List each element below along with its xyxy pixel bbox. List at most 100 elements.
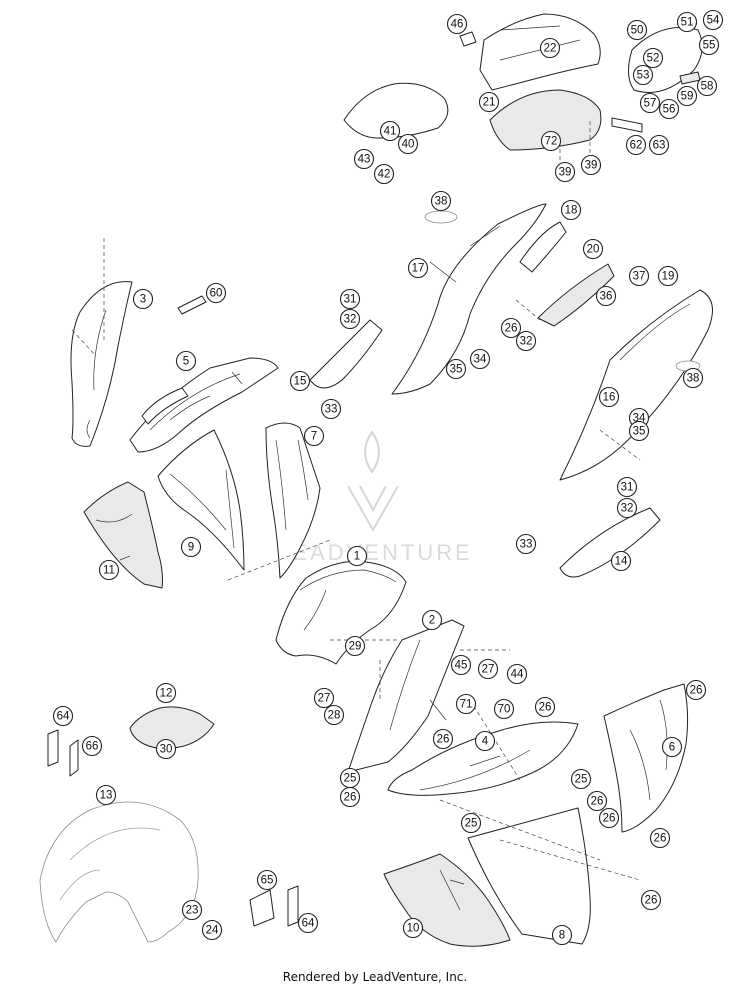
part-4-side-cover (387, 721, 579, 796)
callout-number: 38 (435, 196, 448, 208)
callout-number: 37 (633, 271, 646, 283)
callout-31: 31 (339, 288, 361, 310)
callout-35: 35 (628, 420, 650, 442)
callout-number: 30 (160, 744, 173, 756)
callout-21: 21 (478, 91, 500, 113)
callout-number: 51 (681, 17, 694, 29)
callout-39: 39 (554, 161, 576, 183)
callout-32: 32 (616, 497, 638, 519)
callout-number: 32 (344, 314, 357, 326)
callout-number: 21 (483, 97, 496, 109)
callout-number: 26 (591, 796, 604, 808)
callout-number: 13 (100, 790, 113, 802)
part-21-tail-light-lens (489, 89, 602, 151)
callout-number: 29 (349, 641, 362, 653)
callout-18: 18 (560, 199, 582, 221)
callout-number: 44 (511, 669, 524, 681)
callout-number: 42 (378, 169, 391, 181)
callout-number: 33 (325, 404, 338, 416)
callout-number: 58 (701, 81, 714, 93)
callout-number: 38 (687, 373, 700, 385)
part-18-bracket (519, 221, 567, 273)
part-14-cover (559, 507, 661, 578)
callout-number: 45 (455, 660, 468, 672)
callout-number: 46 (451, 19, 464, 31)
callout-40: 40 (397, 133, 419, 155)
part-46-bracket (459, 31, 477, 47)
callout-25: 25 (570, 768, 592, 790)
callout-number: 5 (183, 356, 189, 368)
part-15-side-panel (309, 319, 383, 389)
callout-59: 59 (676, 85, 698, 107)
callout-37: 37 (628, 265, 650, 287)
callout-23: 23 (181, 899, 203, 921)
callout-number: 22 (544, 43, 557, 55)
callout-number: 53 (637, 70, 650, 82)
callout-number: 36 (600, 291, 613, 303)
callout-13: 13 (95, 784, 117, 806)
callout-26: 26 (598, 807, 620, 829)
callout-number: 17 (412, 263, 425, 275)
callout-number: 25 (344, 773, 357, 785)
callout-20: 20 (582, 238, 604, 260)
callout-4: 4 (474, 730, 496, 752)
callout-number: 23 (186, 905, 199, 917)
callout-56: 56 (658, 98, 680, 120)
callout-layer: 1234567891011121314151617181920212223242… (52, 9, 724, 946)
callout-number: 26 (690, 685, 703, 697)
callout-number: 54 (707, 15, 720, 27)
callout-64: 64 (52, 705, 74, 727)
callout-number: 52 (647, 53, 660, 65)
callout-62: 62 (625, 134, 647, 156)
callout-29: 29 (344, 635, 366, 657)
callout-number: 26 (539, 702, 552, 714)
callout-52: 52 (642, 47, 664, 69)
callout-2: 2 (421, 609, 443, 631)
callout-number: 26 (437, 734, 450, 746)
callout-66: 66 (81, 735, 103, 757)
callout-38: 38 (430, 190, 452, 212)
part-12-bracket (129, 706, 215, 750)
callout-24: 24 (201, 919, 223, 941)
callout-39: 39 (580, 154, 602, 176)
callout-number: 32 (520, 336, 533, 348)
part-20-cover (537, 263, 615, 327)
callout-number: 1 (354, 551, 360, 563)
callout-53: 53 (632, 64, 654, 86)
callout-5: 5 (175, 350, 197, 372)
callout-71: 71 (455, 693, 477, 715)
callout-58: 58 (696, 75, 718, 97)
callout-30: 30 (155, 738, 177, 760)
callout-55: 55 (698, 34, 720, 56)
footer-credit: Rendered by LeadVenture, Inc. (282, 970, 468, 984)
callout-number: 27 (482, 664, 495, 676)
callout-number: 64 (57, 711, 70, 723)
callout-number: 64 (302, 918, 315, 930)
watermark-text: LEADVENTURE (277, 540, 473, 565)
callout-number: 26 (645, 895, 658, 907)
callout-number: 63 (653, 140, 666, 152)
callout-number: 35 (633, 426, 646, 438)
callout-45: 45 (450, 654, 472, 676)
callout-6: 6 (661, 736, 683, 758)
callout-number: 32 (621, 503, 634, 515)
callout-number: 55 (703, 40, 716, 52)
callout-number: 34 (474, 354, 487, 366)
callout-7: 7 (303, 425, 325, 447)
callout-26: 26 (586, 790, 608, 812)
callout-number: 26 (603, 813, 616, 825)
part-64-trim-strip (47, 729, 299, 927)
callout-26: 26 (534, 696, 556, 718)
callout-26: 26 (432, 728, 454, 750)
part-2-side-fairing (347, 619, 465, 773)
part-65-clip (249, 889, 275, 927)
part-60-strip (177, 295, 207, 315)
callout-65: 65 (256, 869, 278, 891)
callout-33: 33 (515, 533, 537, 555)
callout-number: 12 (160, 688, 173, 700)
callout-26: 26 (649, 827, 671, 849)
callout-32: 32 (339, 308, 361, 330)
callout-number: 31 (621, 482, 634, 494)
callout-number: 9 (188, 542, 194, 554)
